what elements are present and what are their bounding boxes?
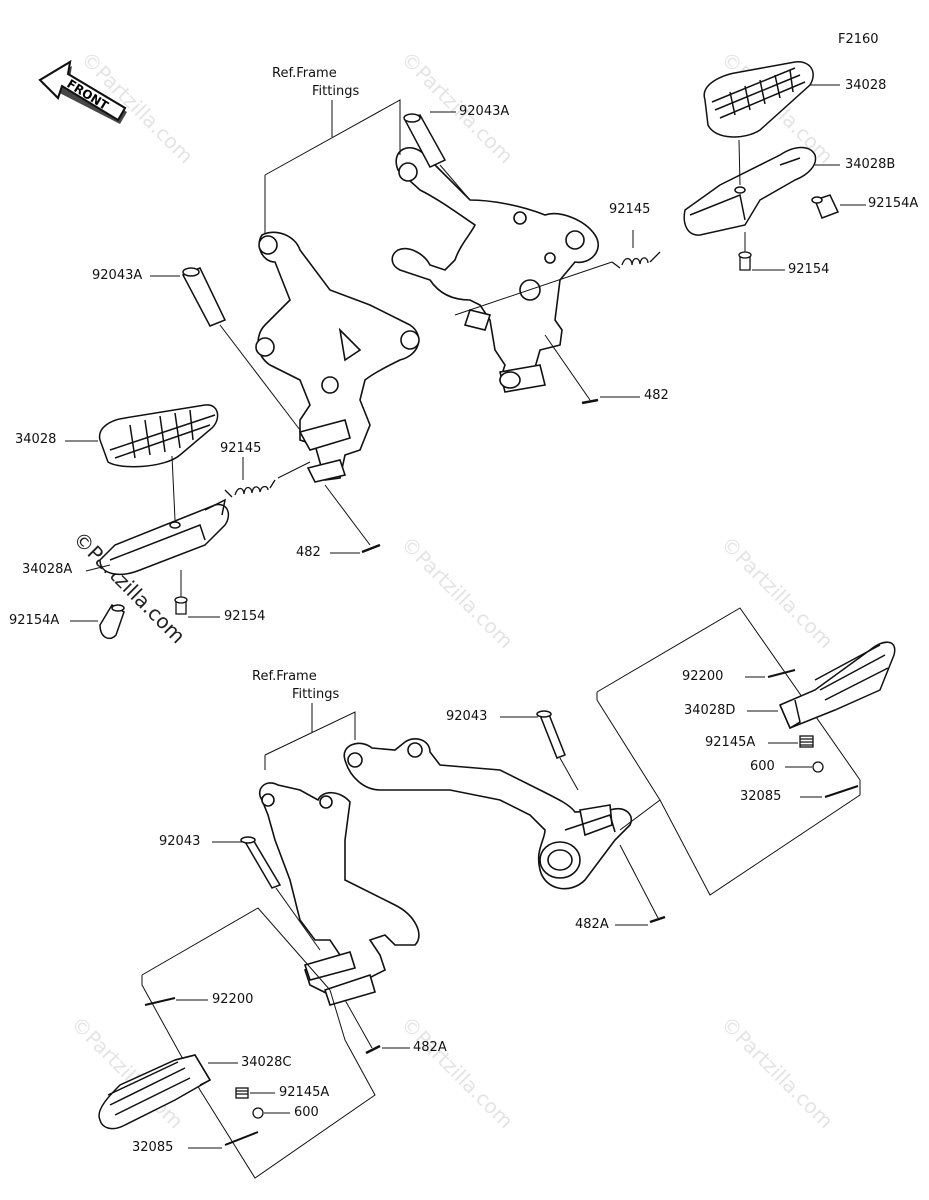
bracket-bottom-right <box>343 738 632 890</box>
fittings-label-bottom: Fittings <box>292 687 340 702</box>
part-34028A[interactable]: 34028A <box>22 562 73 577</box>
pin-92043A-top <box>403 113 447 168</box>
footpeg-34028C <box>98 1054 212 1130</box>
footpeg-34028D <box>779 641 896 730</box>
part-92043-mid[interactable]: 92043 <box>446 709 488 724</box>
part-34028D[interactable]: 34028D <box>684 703 736 718</box>
watermark: ©Partzilla.com <box>716 1012 838 1134</box>
spring-92145A-right <box>799 735 814 748</box>
watermark: ©Partzilla.com <box>716 532 838 654</box>
ball-600-right <box>812 761 824 773</box>
part-92200-left[interactable]: 92200 <box>212 992 254 1007</box>
part-92043A-left[interactable]: 92043A <box>92 268 143 283</box>
part-92043-left[interactable]: 92043 <box>159 834 201 849</box>
footpeg-rubber-top <box>703 61 814 138</box>
part-34028B[interactable]: 34028B <box>845 157 896 172</box>
bracket-top-left <box>255 231 420 483</box>
front-arrow <box>38 60 127 124</box>
part-32085-right[interactable]: 32085 <box>740 789 782 804</box>
ball-600-left <box>252 1107 264 1119</box>
part-482A-right[interactable]: 482A <box>575 917 609 932</box>
part-92154A-top[interactable]: 92154A <box>868 196 919 211</box>
spring-92145-left <box>224 479 276 498</box>
bolt-92154A-left <box>99 603 125 640</box>
watermark: ©Partzilla.com <box>396 1012 518 1134</box>
part-92154-top[interactable]: 92154 <box>788 262 830 277</box>
part-482-left[interactable]: 482 <box>296 545 321 560</box>
ref-frame-label-bottom: Ref.Frame <box>252 669 317 684</box>
part-92200-right[interactable]: 92200 <box>682 669 724 684</box>
part-600-right[interactable]: 600 <box>750 759 775 774</box>
bracket-bottom-left <box>258 782 420 1006</box>
bolt-92154A-top <box>811 194 840 219</box>
part-32085-left[interactable]: 32085 <box>132 1140 174 1155</box>
spring-92145A-left <box>235 1087 249 1099</box>
part-92043A-top[interactable]: 92043A <box>459 104 510 119</box>
pin-92043-left <box>240 836 282 889</box>
fittings-label-top: Fittings <box>312 84 360 99</box>
part-34028C[interactable]: 34028C <box>241 1055 292 1070</box>
part-92145-top[interactable]: 92145 <box>609 202 651 217</box>
part-34028-top[interactable]: 34028 <box>845 78 887 93</box>
bracket-top-right <box>391 146 599 393</box>
part-600-left[interactable]: 600 <box>294 1105 319 1120</box>
part-92145A-right[interactable]: 92145A <box>705 735 756 750</box>
part-92154-left[interactable]: 92154 <box>224 609 266 624</box>
part-482-top[interactable]: 482 <box>644 388 669 403</box>
part-34028-left[interactable]: 34028 <box>15 432 57 447</box>
footpeg-rubber-left <box>98 404 219 468</box>
bolt-92154-left <box>174 596 188 615</box>
ref-frame-label-top: Ref.Frame <box>272 66 337 81</box>
pin-92043A-left <box>181 267 227 327</box>
watermark: ©Partzilla.com <box>396 532 518 654</box>
footpeg-34028B <box>683 146 817 236</box>
part-92145A-left[interactable]: 92145A <box>279 1085 330 1100</box>
part-92145-left[interactable]: 92145 <box>220 441 262 456</box>
part-92154A-left[interactable]: 92154A <box>9 613 60 628</box>
footpeg-34028A <box>99 498 230 576</box>
part-482A-left[interactable]: 482A <box>413 1040 447 1055</box>
bolt-92154-top <box>738 251 752 271</box>
diagram-code: F2160 <box>838 32 879 47</box>
spring-92145-top <box>611 251 661 269</box>
pin-92043-mid <box>536 710 566 759</box>
